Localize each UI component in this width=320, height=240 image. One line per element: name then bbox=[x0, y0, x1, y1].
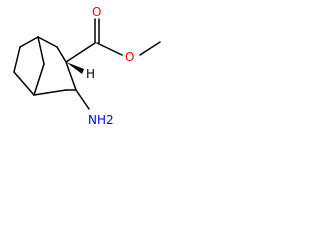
bond-ester-oxygen-to-methyl bbox=[139, 41, 161, 56]
bond-c1-bridgehead-top bbox=[37, 36, 58, 48]
bond-carbonyl-to-ester-oxygen bbox=[96, 42, 123, 56]
hydrogen-label: H bbox=[86, 67, 95, 81]
bond-bridge-bottom bbox=[33, 63, 45, 96]
stereo-wedge-bond bbox=[66, 62, 84, 74]
bicyclic-cage bbox=[13, 36, 77, 96]
bond-bridgehead-bottom-c2 bbox=[33, 89, 67, 96]
ester-group bbox=[65, 18, 161, 63]
bond-bridgehead-top-ring bbox=[19, 36, 39, 48]
bond-c2-right bbox=[65, 61, 77, 91]
bond-ring-to-carbonyl bbox=[65, 42, 96, 63]
bond-bridge-top bbox=[37, 36, 45, 65]
molecule-structure: O O H NH2 bbox=[13, 5, 161, 127]
bond-c1-c2-left bbox=[56, 46, 67, 63]
bond-ring-to-amine bbox=[75, 89, 90, 110]
ester-oxygen-label: O bbox=[125, 50, 134, 64]
amine-label: NH2 bbox=[88, 113, 114, 127]
bond-ring-left-lower bbox=[13, 71, 35, 96]
carbonyl-oxygen-label: O bbox=[92, 5, 101, 19]
bond-ring-left-upper bbox=[13, 46, 21, 73]
